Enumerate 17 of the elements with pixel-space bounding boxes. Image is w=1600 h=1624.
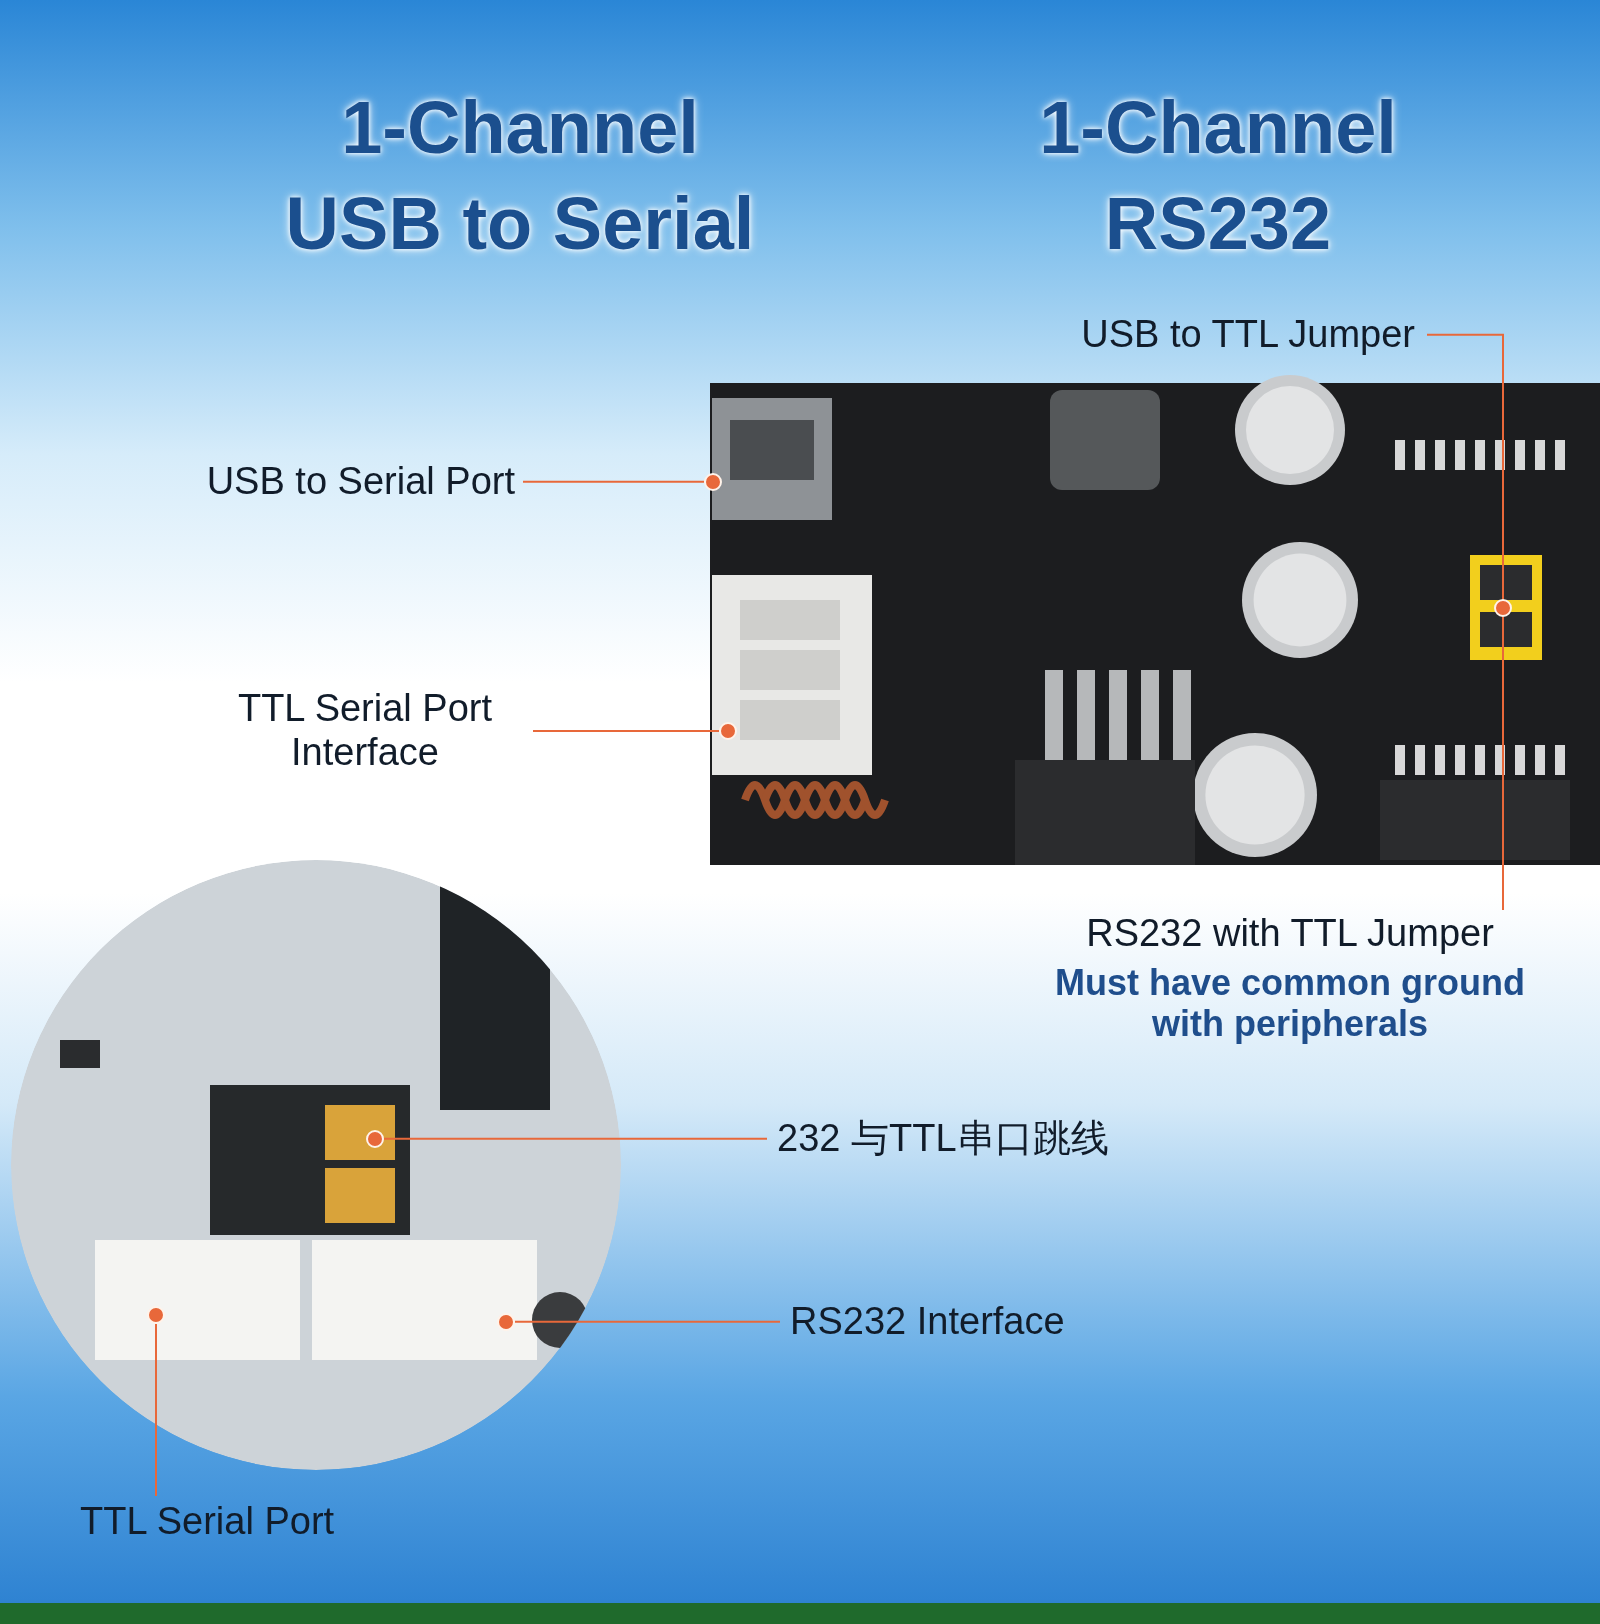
leader-line: [1426, 333, 1504, 600]
marker-dot: [704, 473, 722, 491]
callout-label: USB to Serial Port: [115, 460, 515, 504]
callout-label: USB to TTL Jumper: [1015, 313, 1415, 357]
leader-line: [155, 1323, 157, 1497]
note-text: Must have common ground with peripherals: [1054, 961, 1526, 1045]
callout-label: RS232 with TTL Jumper: [1085, 912, 1495, 956]
callout-label: RS232 Interface: [790, 1300, 1190, 1344]
callout-label: TTL Serial Port: [80, 1500, 410, 1544]
leader-line: [532, 730, 720, 732]
callout-label: 232 与TTL串口跳线: [777, 1117, 1217, 1161]
heading: 1-Channel USB to Serial: [284, 85, 756, 268]
heading: 1-Channel RS232: [1038, 85, 1398, 268]
leader-line: [522, 480, 705, 483]
leader-line: [383, 1137, 768, 1140]
leader-line: [1502, 616, 1504, 911]
callout-label: TTL Serial Port Interface: [205, 687, 525, 775]
